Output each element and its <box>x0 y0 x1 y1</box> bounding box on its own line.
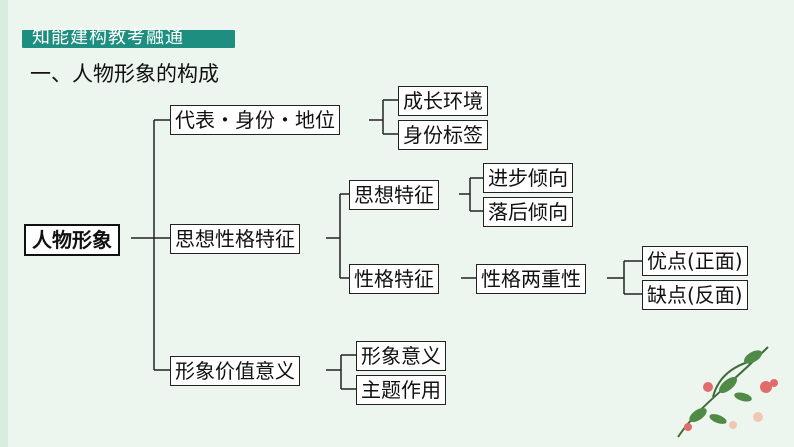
thought-feature-node: 思想特征 <box>349 180 439 210</box>
theme-function-node: 主题作用 <box>356 375 446 405</box>
merit-positive-node: 优点(正面) <box>642 246 748 276</box>
branch-value-node: 形象价值意义 <box>170 356 300 386</box>
section-title: 一、人物形象的构成 <box>30 62 219 86</box>
header-tab: 知能建构教考融通 <box>22 27 235 48</box>
growth-environment-node: 成长环境 <box>398 86 488 116</box>
flaw-negative-node: 缺点(反面) <box>642 280 748 310</box>
progressive-tendency-node: 进步倾向 <box>483 163 573 193</box>
image-meaning-node: 形象意义 <box>356 341 446 371</box>
backward-tendency-node: 落后倾向 <box>483 197 573 227</box>
branch-identity-node: 代表・身份・地位 <box>170 105 340 135</box>
character-feature-node: 性格特征 <box>349 264 439 294</box>
header-title: 知能建构教考融通 <box>32 27 184 48</box>
root-node: 人物形象 <box>24 224 120 256</box>
left-edge-bar <box>0 0 8 447</box>
identity-label-node: 身份标签 <box>398 120 488 150</box>
character-duality-node: 性格两重性 <box>476 264 586 294</box>
floral-decoration-icon <box>677 346 778 438</box>
branch-thought-character-node: 思想性格特征 <box>170 224 300 254</box>
